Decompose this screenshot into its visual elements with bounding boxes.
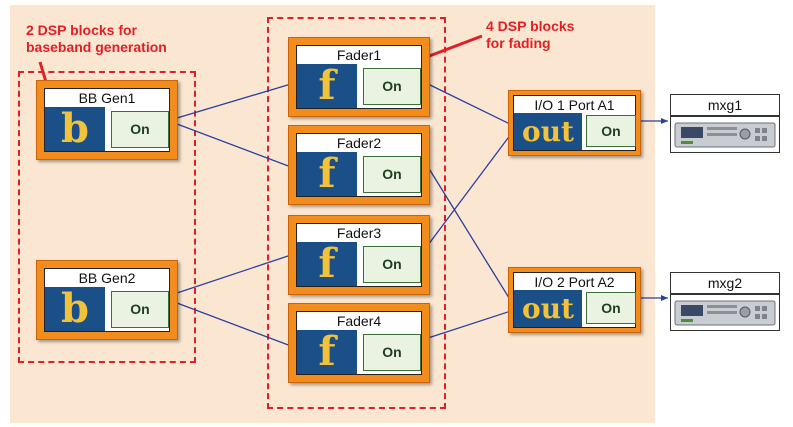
device-mxg1[interactable] [670, 116, 780, 153]
block-fader1[interactable]: Fader1 f On [288, 37, 430, 117]
block-io1-title: I/O 1 Port A1 [534, 97, 615, 113]
block-fader2[interactable]: Fader2 f On [288, 125, 430, 205]
fader-f-icon: f [297, 242, 357, 286]
block-fader4[interactable]: Fader4 f On [288, 303, 430, 383]
fader3-on-button[interactable]: On [363, 246, 421, 283]
fader-f-icon: f [297, 330, 357, 374]
arrow-to-mxg1 [661, 118, 668, 124]
annotation-fading: 4 DSP blocks for fading [486, 18, 574, 52]
baseband-b-icon: b [45, 287, 105, 331]
wire-fader1-io1 [427, 83, 515, 127]
block-fader3-panel: Fader3 f On [296, 223, 422, 287]
block-fader3[interactable]: Fader3 f On [288, 215, 430, 295]
baseband-b-icon: b [45, 107, 105, 151]
block-bbgen1[interactable]: BB Gen1 b On [36, 80, 178, 160]
output-out-icon: out [514, 113, 582, 150]
annotation-fading-line2: for fading [486, 35, 551, 51]
wire-bbgen1-fader1 [176, 83, 292, 119]
wire-bbgen1-fader2 [176, 123, 292, 168]
fader2-on-button[interactable]: On [363, 156, 421, 193]
annotation-baseband-line2: baseband generation [26, 39, 167, 55]
block-fader2-title: Fader2 [336, 135, 382, 151]
signal-generator-icon [674, 300, 776, 326]
block-bbgen2[interactable]: BB Gen2 b On [36, 260, 178, 340]
block-io2-panel: I/O 2 Port A2 out On [513, 272, 636, 328]
annotation-fading-line1: 4 DSP blocks [486, 18, 575, 34]
block-bbgen2-title: BB Gen2 [78, 270, 136, 286]
wire-fader4-io2 [427, 309, 515, 339]
block-io2-port-a2[interactable]: I/O 2 Port A2 out On [508, 267, 641, 333]
fader-f-icon: f [297, 64, 357, 108]
signal-generator-icon [674, 122, 776, 148]
io2-on-button[interactable]: On [586, 292, 636, 324]
block-bbgen1-title: BB Gen1 [78, 90, 136, 106]
block-fader2-panel: Fader2 f On [296, 133, 422, 197]
annotation-baseband-line1: 2 DSP blocks for [26, 22, 138, 38]
device-mxg2[interactable] [670, 294, 780, 331]
block-io1-panel: I/O 1 Port A1 out On [513, 95, 636, 151]
fading-group-box [267, 17, 446, 409]
wire-bbgen2-fader3 [176, 254, 292, 294]
arrow-to-mxg2 [661, 295, 668, 301]
block-io2-title: I/O 2 Port A2 [534, 274, 615, 290]
wire-fader3-io1 [427, 129, 515, 246]
block-fader1-panel: Fader1 f On [296, 45, 422, 109]
block-fader4-panel: Fader4 f On [296, 311, 422, 375]
fader-f-icon: f [297, 152, 357, 196]
wire-bbgen2-fader4 [176, 302, 292, 347]
block-bbgen1-panel: BB Gen1 b On [44, 88, 170, 152]
baseband-group-box [18, 71, 196, 363]
annotation-baseband: 2 DSP blocks for baseband generation [26, 22, 167, 56]
bbgen1-on-button[interactable]: On [111, 111, 169, 148]
block-bbgen2-panel: BB Gen2 b On [44, 268, 170, 332]
wire-fader2-io2 [427, 166, 515, 307]
block-fader3-title: Fader3 [336, 225, 382, 241]
block-io1-port-a1[interactable]: I/O 1 Port A1 out On [508, 90, 641, 156]
bbgen2-on-button[interactable]: On [111, 291, 169, 328]
io1-on-button[interactable]: On [586, 115, 636, 147]
fader1-on-button[interactable]: On [363, 68, 421, 105]
block-fader4-title: Fader4 [336, 313, 382, 329]
block-fader1-title: Fader1 [336, 47, 382, 63]
output-out-icon: out [514, 290, 582, 327]
device-mxg2-title: mxg2 [670, 272, 780, 294]
fader4-on-button[interactable]: On [363, 334, 421, 371]
device-mxg1-title: mxg1 [670, 94, 780, 116]
